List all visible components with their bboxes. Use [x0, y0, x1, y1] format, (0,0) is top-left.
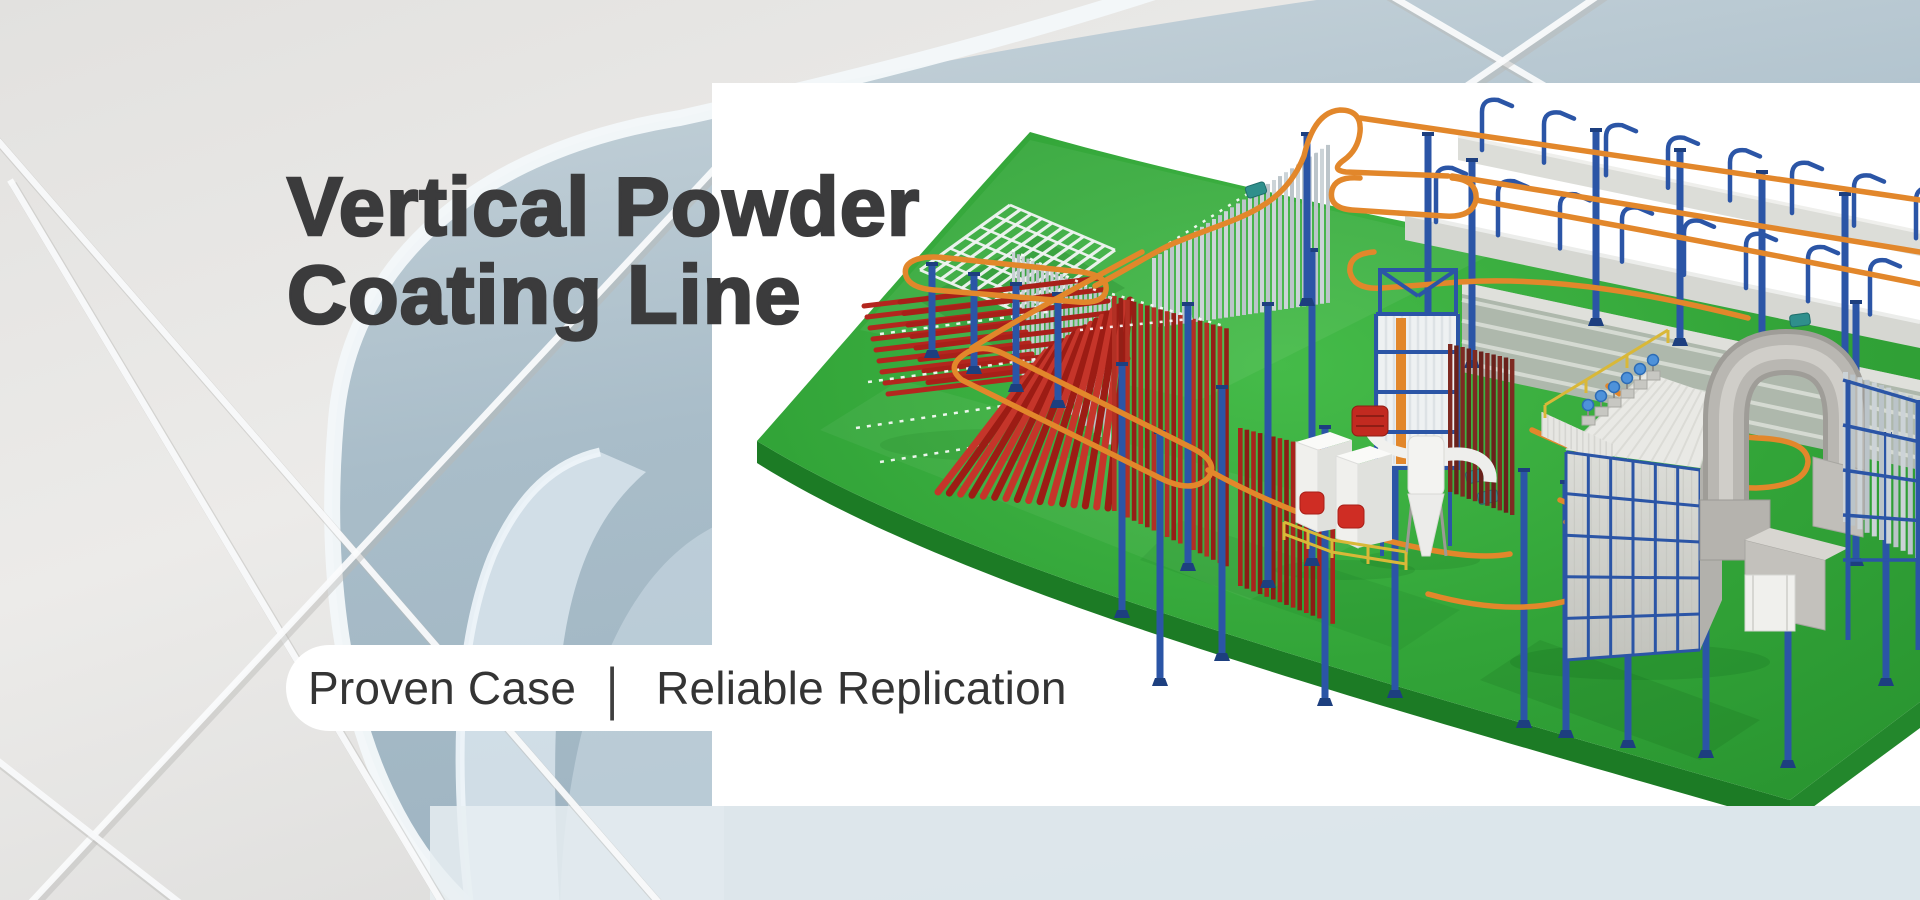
- hero-title-line1: Vertical Powder: [286, 160, 921, 253]
- hero-panel: [712, 83, 1920, 806]
- hero-badge: Proven Case | Reliable Replication: [286, 645, 1113, 731]
- powder-railing: [1282, 520, 1408, 570]
- oven-roof-fans: [1581, 353, 1661, 426]
- background-cylinder-edge: [455, 447, 602, 900]
- hero-title-line2: Coating Line: [286, 248, 802, 341]
- powder-center: [1282, 432, 1408, 570]
- cyclone-unit: [1351, 405, 1497, 557]
- bridge-arches: [1433, 97, 1920, 317]
- powder-drum: [1337, 504, 1365, 529]
- oven-face-grid-h: [1565, 450, 1701, 662]
- badge-separator: |: [606, 655, 619, 721]
- background-bottom-strip: [430, 806, 1920, 900]
- tower-beams: [1842, 378, 1919, 562]
- right-tower: [1842, 372, 1920, 650]
- oven-roof-railing: [1543, 328, 1670, 418]
- curing-oven: [1541, 328, 1869, 662]
- hero-title: Vertical Powder Coating Line: [286, 160, 921, 341]
- diagonal-lines: [0, 0, 1626, 900]
- badge-left-label: Proven Case: [308, 662, 577, 714]
- badge-right-label: Reliable Replication: [656, 662, 1067, 714]
- wall-red-dark: [1448, 344, 1515, 515]
- cyclone-red-cap: [1351, 405, 1389, 437]
- hanger-hooks: [1011, 140, 1331, 332]
- background-blob-rim: [324, 0, 1156, 900]
- powder-drum: [1299, 491, 1325, 515]
- coating-line-illustration: [757, 97, 1920, 806]
